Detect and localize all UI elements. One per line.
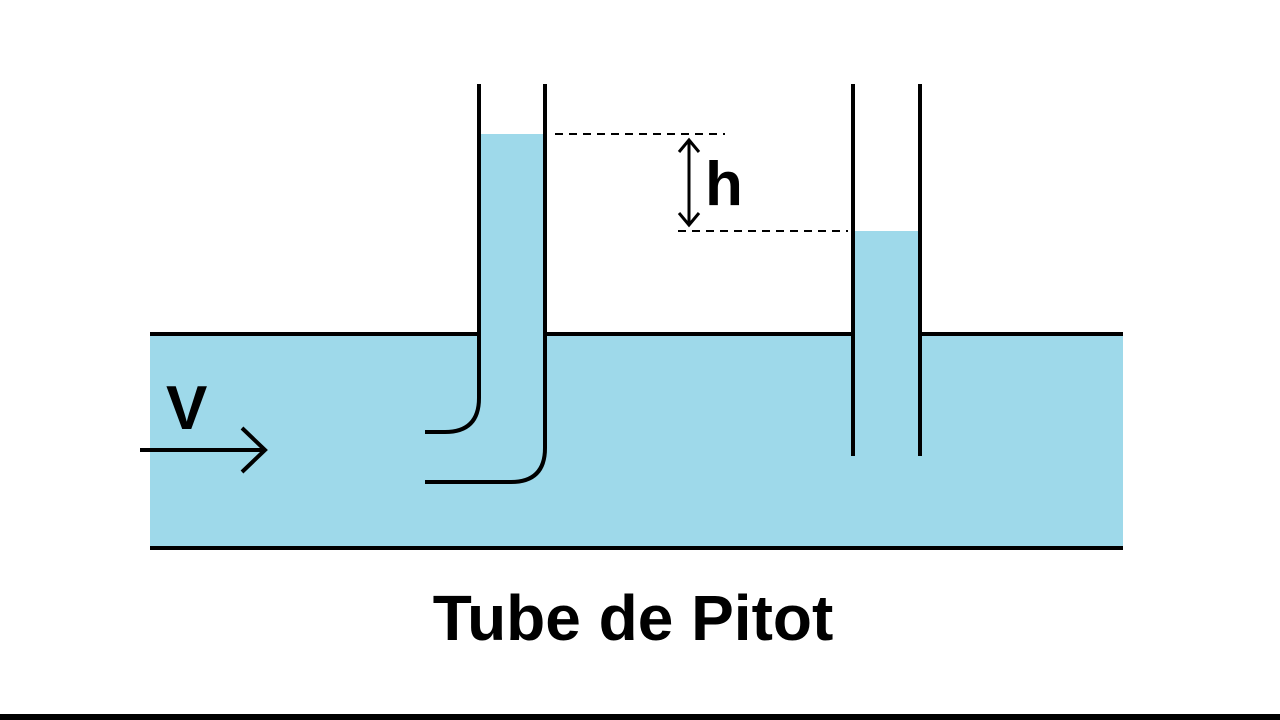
bottom-border-bar [0,714,1280,720]
pitot-tube-outer-wall [425,84,547,484]
pitot-tube-water-column [479,134,545,334]
piezometer-water-column [853,231,920,334]
velocity-arrow-head [240,426,268,474]
height-arrow-top-head [677,137,701,153]
pitot-tube-inner-wall [425,84,481,434]
velocity-label: V [166,374,207,443]
height-difference-label: h [705,150,743,219]
diagram-title: Tube de Pitot [433,582,834,654]
channel-water [150,334,1123,548]
height-arrow-bottom-head [677,212,701,228]
